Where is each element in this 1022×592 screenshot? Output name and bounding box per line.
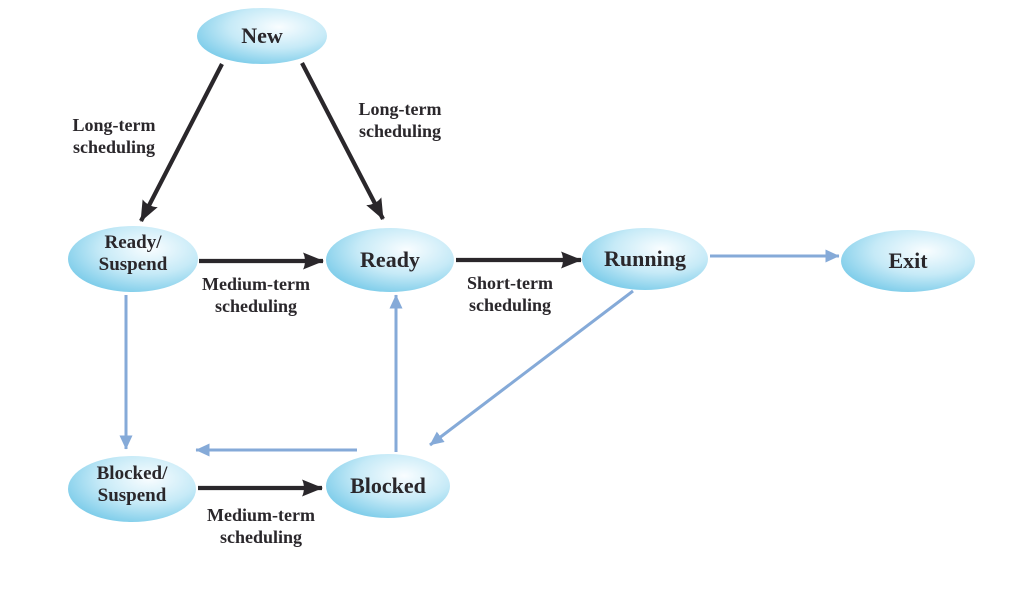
state-node-blocked-suspend (68, 456, 196, 522)
state-label-running: Running (604, 246, 686, 271)
state-node-exit (841, 230, 975, 292)
diagram-edges (119, 62, 840, 497)
state-label-blocked-suspend-line2: Suspend (98, 485, 167, 506)
diagram-edge-labels: Long-term scheduling Long-term schedulin… (73, 99, 553, 547)
arrow-new-to-ready-suspend (139, 63, 224, 222)
arrow-new-to-ready (300, 62, 385, 220)
edge-label-medium-term-bottom-line2: scheduling (220, 527, 302, 547)
state-label-blocked: Blocked (350, 473, 426, 498)
edge-label-long-term-right-line2: scheduling (359, 121, 441, 141)
arrow-running-to-blocked (429, 289, 634, 447)
edge-label-long-term-left-line1: Long-term (73, 115, 156, 135)
state-label-blocked-suspend-line1: Blocked/ (97, 463, 168, 484)
edge-label-short-term-line1: Short-term (467, 273, 553, 293)
state-label-ready-suspend-line2: Suspend (99, 254, 168, 275)
state-node-ready (326, 228, 454, 292)
state-node-running (582, 228, 708, 290)
state-label-ready: Ready (360, 247, 420, 272)
edge-label-medium-term-bottom-line1: Medium-term (207, 505, 315, 525)
state-label-new: New (241, 23, 283, 48)
state-label-ready-suspend-line1: Ready/ (105, 232, 163, 253)
state-node-new (197, 8, 327, 64)
state-node-ready-suspend (68, 226, 198, 292)
edge-label-medium-term-top-line1: Medium-term (202, 274, 310, 294)
edge-label-medium-term-top-line2: scheduling (215, 296, 297, 316)
state-node-blocked (326, 454, 450, 518)
diagram-nodes: New Ready/ Suspend Ready Running Exit Bl… (68, 8, 975, 522)
edge-label-long-term-right-line1: Long-term (359, 99, 442, 119)
state-label-exit: Exit (888, 248, 928, 273)
edge-label-long-term-left-line2: scheduling (73, 137, 155, 157)
edge-label-short-term-line2: scheduling (469, 295, 551, 315)
